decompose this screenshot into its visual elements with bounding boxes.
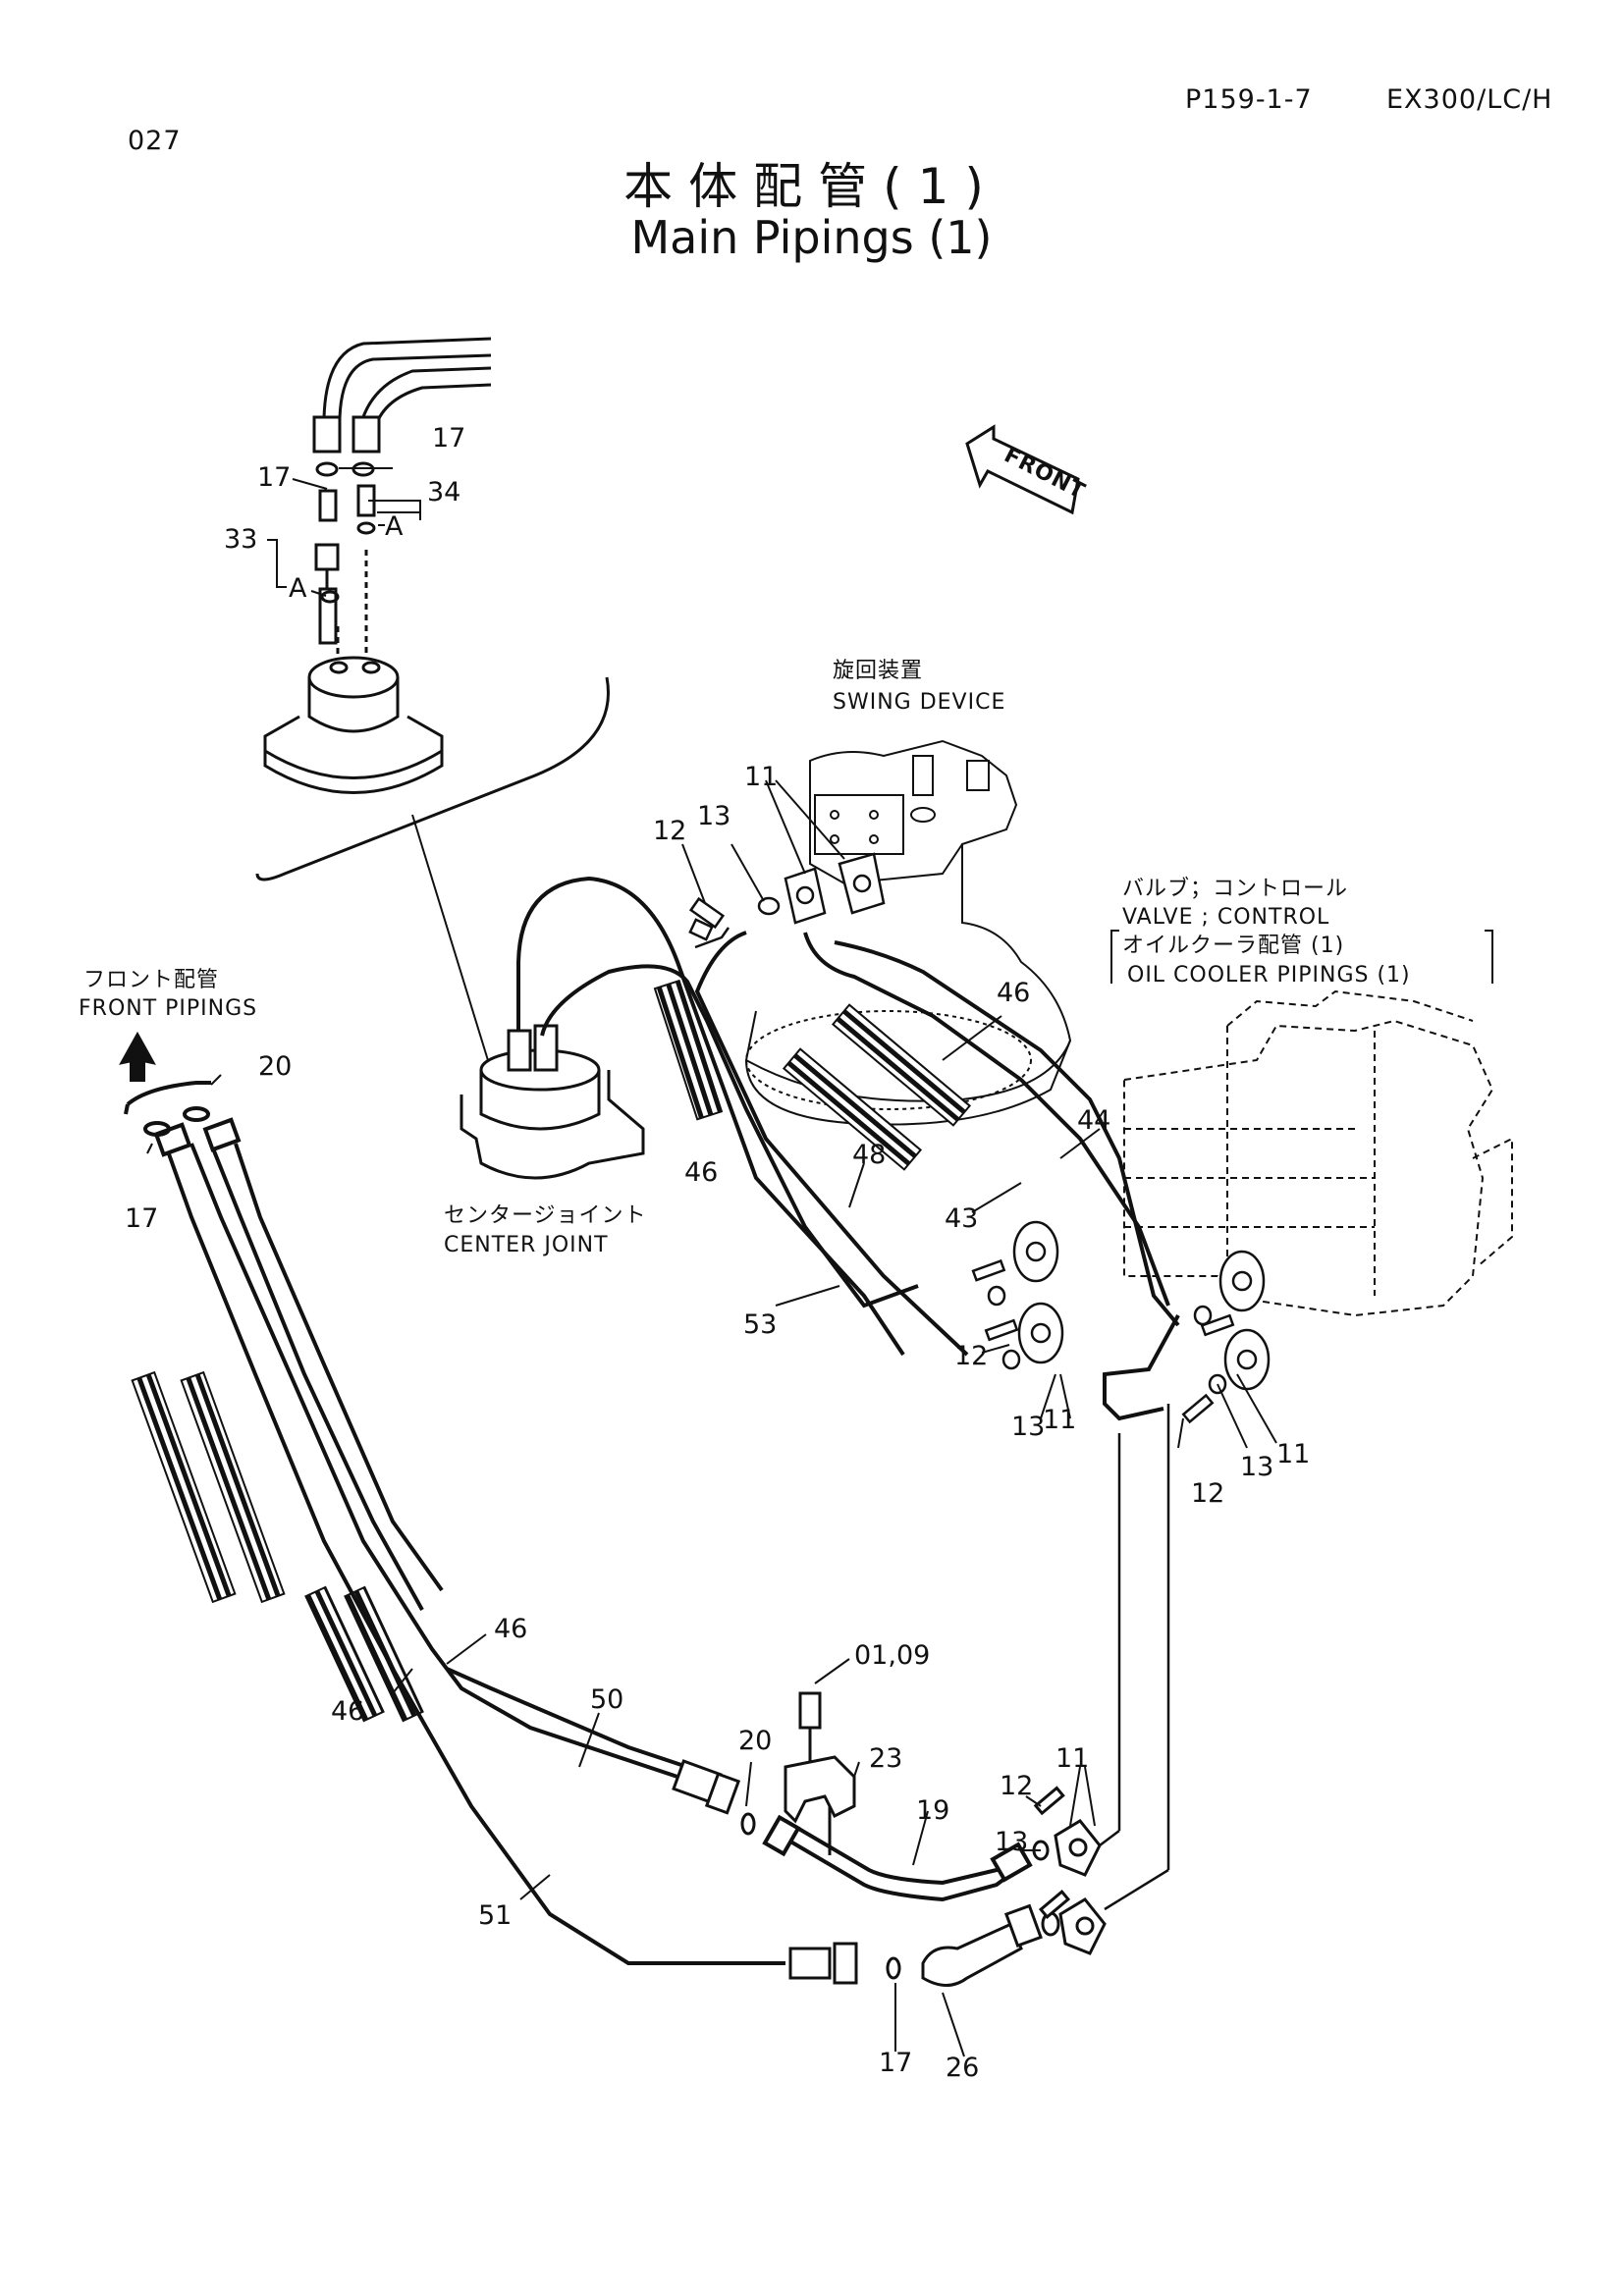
part-label: 01,09 (854, 1640, 930, 1671)
part-label: 23 (869, 1743, 902, 1774)
hose-51-fitting (788, 1942, 901, 1985)
center-joint (460, 1024, 645, 1180)
front-hoses (119, 1031, 785, 1965)
swing-hoses (516, 876, 1180, 1421)
part-label: 46 (997, 978, 1030, 1008)
part-label: 17 (879, 2048, 912, 2078)
swing-device-label-jp: 旋回装置 (833, 659, 923, 683)
part-label: 50 (590, 1684, 623, 1715)
page-number: 027 (128, 126, 182, 156)
part-label: 34 (427, 477, 460, 507)
part-label: 13 (697, 801, 730, 831)
part-label: 19 (916, 1795, 949, 1826)
swing-device-label: SWING DEVICE (833, 690, 1005, 715)
oil-cooler-label-jp: オイルクーラ配管 (1) (1122, 934, 1344, 958)
part-label: 46 (684, 1157, 718, 1188)
part-label: 11 (1055, 1743, 1089, 1774)
center-joint-detail (255, 337, 610, 881)
part-label: 17 (125, 1203, 158, 1234)
bottom-flanges (1032, 1786, 1102, 1919)
part-label: 33 (224, 524, 257, 555)
page-reference: P159-1-7 (1185, 84, 1313, 115)
center-joint-label: CENTER JOINT (444, 1233, 609, 1257)
part-label: 46 (331, 1696, 364, 1727)
oil-cooler-label: OIL COOLER PIPINGS (1) (1127, 963, 1411, 988)
part-label: 12 (1000, 1771, 1033, 1801)
part-label: 26 (946, 2053, 979, 2083)
front-pipings-label-jp: フロント配管 (83, 968, 219, 992)
hose-50-fitting (672, 1759, 756, 1836)
elbow-26 (921, 1897, 1107, 1987)
part-label: 12 (954, 1341, 988, 1371)
part-label: A (289, 573, 307, 604)
part-label: 46 (494, 1614, 527, 1644)
part-label: 11 (744, 762, 778, 792)
center-joint-label-jp: センタージョイント (444, 1203, 647, 1228)
part-label: 48 (852, 1140, 886, 1170)
page-title-japanese: 本体配管(1) (623, 158, 1000, 215)
valve-return-lines (1099, 1404, 1170, 1911)
clamp-23 (784, 1691, 856, 1855)
part-label: 43 (945, 1203, 978, 1234)
part-label: 12 (653, 816, 686, 846)
valve-flanges (971, 1220, 1271, 1424)
front-direction-arrow: FRONT (965, 424, 1089, 515)
part-label: 11 (1043, 1405, 1076, 1435)
part-label: 20 (738, 1726, 772, 1756)
front-pipings-label: FRONT PIPINGS (79, 996, 257, 1021)
part-label: 17 (432, 423, 465, 454)
part-label: A (385, 511, 404, 542)
part-label: 13 (1240, 1452, 1273, 1482)
part-label: 44 (1077, 1105, 1110, 1136)
part-numbers: 17 17 34 33 A A 11 12 13 46 44 48 46 43 … (125, 423, 1310, 2083)
part-label: 17 (257, 462, 291, 493)
part-label: 13 (995, 1827, 1028, 1857)
leader-lines (146, 779, 1277, 2057)
part-label: 20 (258, 1051, 292, 1082)
part-label: 12 (1191, 1478, 1224, 1509)
part-label: 53 (743, 1309, 777, 1340)
page-title-english: Main Pipings (1) (630, 211, 993, 264)
part-label: 51 (478, 1900, 512, 1931)
model-name: EX300/LC/H (1386, 84, 1553, 115)
part-label: 11 (1276, 1439, 1310, 1469)
control-valve (1123, 989, 1513, 1317)
swing-flanges (688, 852, 886, 949)
part-label: 13 (1011, 1412, 1045, 1442)
control-valve-label-jp: バルブ；コントロール (1122, 877, 1348, 901)
control-valve-label: VALVE ; CONTROL (1122, 905, 1329, 930)
pipe-19 (762, 1814, 1033, 1902)
